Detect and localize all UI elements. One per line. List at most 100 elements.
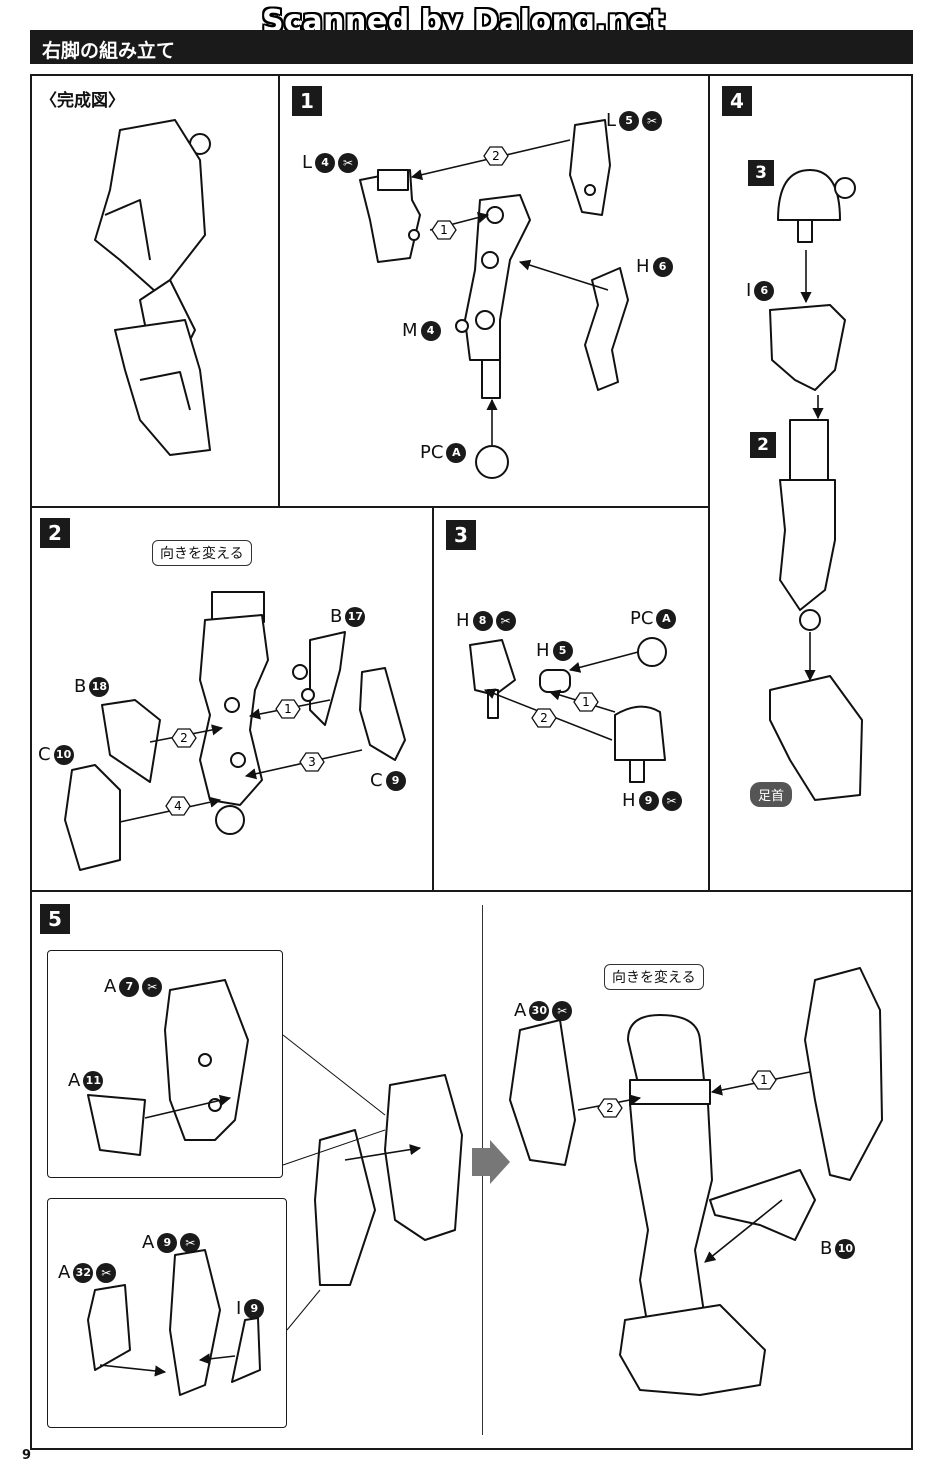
step4-number: 4 — [722, 86, 752, 116]
step2-part-C9 — [359, 667, 406, 761]
step3-number: 3 — [446, 520, 476, 550]
arrow-order-marker: 3 — [299, 752, 325, 772]
page-number: 9 — [22, 1448, 32, 1463]
rotate-note-bubble: 向きを変える — [152, 540, 252, 566]
arrow-order-marker: 1 — [751, 1070, 777, 1090]
cut-icon: ✂ — [642, 110, 663, 131]
step5-part-A30 — [509, 1019, 576, 1166]
arrow-order-marker: 1 — [573, 692, 599, 712]
step3-part-H8 — [469, 639, 516, 696]
step1-number: 1 — [292, 86, 322, 116]
step4-part-I6 — [769, 304, 846, 391]
step5-subbox-a — [47, 950, 283, 1178]
arrow-order-number: 2 — [540, 711, 548, 725]
step5-subbox-b — [47, 1198, 287, 1428]
cut-icon: ✂ — [96, 1262, 117, 1283]
step5-cap — [627, 1014, 706, 1093]
arrow-order-marker: 2 — [171, 728, 197, 748]
step2-number: 2 — [40, 518, 70, 548]
step5-part-A9-large — [314, 1129, 376, 1286]
arrow-order-number: 4 — [174, 799, 182, 813]
panel-step5 — [30, 890, 913, 1450]
step1-part-L4 — [359, 169, 421, 263]
step5-part-armor-right — [804, 967, 883, 1181]
arrow-order-number: 2 — [180, 731, 188, 745]
step3-part-H5 — [539, 669, 571, 693]
step2-part-B17 — [309, 631, 346, 726]
step3-part-H9 — [614, 705, 666, 761]
arrow-order-number: 1 — [760, 1073, 768, 1087]
complete-figure-label: 〈完成図〉 — [40, 91, 125, 111]
step4-leg — [779, 479, 836, 611]
step1-thigh-frame — [464, 194, 531, 479]
arrow-order-marker: 1 — [431, 220, 457, 240]
cut-icon: ✂ — [180, 1232, 201, 1253]
step5-part-I9 — [231, 1317, 261, 1383]
arrow-order-number: 1 — [440, 223, 448, 237]
step5-part-B10 — [709, 1169, 816, 1241]
step5-leg-frame — [629, 1103, 713, 1341]
arrow-order-marker: 4 — [165, 796, 191, 816]
arrow-order-marker: 1 — [275, 699, 301, 719]
step5-part-A32 — [87, 1284, 131, 1371]
transition-arrow — [472, 1140, 510, 1184]
step2-part-C10 — [64, 764, 121, 871]
step2-part-B18 — [101, 699, 161, 783]
arrow-order-number: 2 — [606, 1101, 614, 1115]
ankle-tag: 足首 — [750, 782, 793, 807]
arrow-order-marker: 2 — [597, 1098, 623, 1118]
cut-icon: ✂ — [552, 1000, 573, 1021]
arrow-order-number: 2 — [492, 149, 500, 163]
step5-part-A9 — [169, 1249, 221, 1396]
arrow-order-marker: 2 — [531, 708, 557, 728]
complete-leg-drawing — [94, 119, 211, 456]
step1-part-H6 — [584, 267, 629, 391]
cut-icon: ✂ — [338, 152, 359, 173]
step4-ref-step2: 2 — [750, 432, 776, 458]
step3-part-PC-A — [637, 637, 667, 667]
step5-assembled-A7 — [384, 1074, 463, 1241]
page-title: 右脚の組み立て — [42, 40, 176, 62]
rotate-note-bubble-2: 向きを変える — [604, 964, 704, 990]
step2-leg-frame — [199, 591, 269, 835]
cut-icon: ✂ — [661, 790, 682, 811]
step4-upper-frame — [789, 419, 829, 481]
step4-ankle — [769, 675, 863, 801]
step4-cap — [777, 169, 841, 221]
cut-icon: ✂ — [495, 610, 516, 631]
step1-pin-M4 — [455, 319, 469, 333]
arrow-order-number: 1 — [582, 695, 590, 709]
arrow-order-number: 3 — [308, 755, 316, 769]
cut-icon: ✂ — [142, 976, 163, 997]
step5-ankle — [619, 1304, 766, 1396]
step1-part-L5 — [569, 119, 611, 216]
header-bar — [30, 30, 913, 64]
step5-number: 5 — [40, 904, 70, 934]
arrow-order-number: 1 — [284, 702, 292, 716]
step4-ref-step3: 3 — [748, 160, 774, 186]
step5-part-A11 — [87, 1094, 146, 1156]
arrow-order-marker: 2 — [483, 146, 509, 166]
